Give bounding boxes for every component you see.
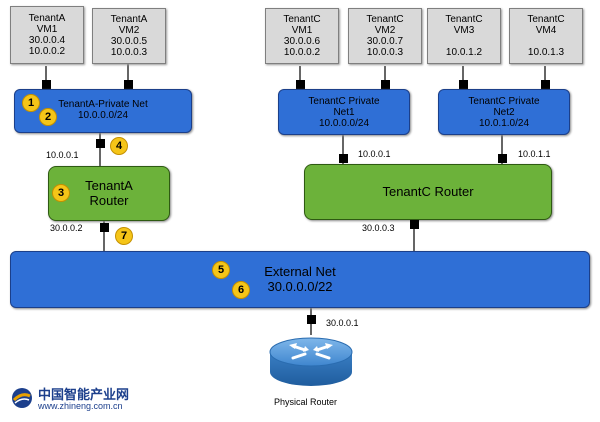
router-name-line2: Router (89, 193, 129, 208)
badge-3: 3 (52, 184, 70, 202)
port-c-router-net1 (339, 154, 348, 163)
port-a-vm1 (42, 80, 51, 89)
network-name: TenantA-Private Net (58, 99, 148, 110)
external-net: External Net 30.0.0.0/22 (10, 251, 590, 308)
vm-tenant-c-3: TenantC VM3 10.0.1.2 (427, 8, 501, 64)
vm-ip-external: 30.0.0.5 (110, 36, 148, 47)
vm-ip-internal: 10.0.1.3 (527, 47, 565, 58)
port-c-vm3 (459, 80, 468, 89)
vm-ip-internal: 10.0.0.2 (283, 47, 321, 58)
vm-tenant-label: TenantC (527, 14, 565, 25)
watermark-title: 中国智能产业网 (38, 388, 130, 403)
network-name: External Net (264, 264, 336, 279)
ip-c-router-external: 30.0.0.3 (362, 223, 395, 233)
vm-ip-external: 30.0.0.4 (28, 35, 66, 46)
network-name-line2: Net2 (493, 107, 515, 118)
vm-tenant-label: TenantA (110, 14, 148, 25)
port-a-vm2 (124, 80, 133, 89)
vm-ip-external (510, 36, 582, 47)
router-name-line1: TenantA (85, 178, 133, 193)
vm-tenant-label: TenantC (366, 14, 404, 25)
tenant-c-private-net2: TenantC Private Net2 10.0.1.0/24 (438, 89, 570, 135)
physical-router-label: Physical Router (274, 397, 338, 407)
vm-tenant-c-4: TenantC VM4 10.0.1.3 (509, 8, 583, 64)
ip-physical-router: 30.0.0.1 (326, 318, 359, 328)
port-c-vm2 (381, 80, 390, 89)
network-cidr: 10.0.1.0/24 (478, 118, 530, 129)
vm-tenant-a-1: TenantA VM1 30.0.0.4 10.0.0.2 (10, 6, 84, 64)
port-c-vm1 (296, 80, 305, 89)
vm-name: VM2 (374, 25, 396, 36)
badge-2: 2 (39, 108, 57, 126)
vm-tenant-c-1: TenantC VM1 30.0.0.6 10.0.0.2 (265, 8, 339, 64)
network-name-line2: Net1 (333, 107, 355, 118)
vm-tenant-label: TenantC (283, 14, 321, 25)
port-c-router-external (410, 220, 419, 229)
vm-name: VM2 (118, 25, 140, 36)
watermark-url: www.zhineng.com.cn (38, 401, 123, 411)
vm-name: VM1 (36, 24, 58, 35)
vm-ip-internal: 10.0.0.2 (28, 46, 66, 57)
vm-tenant-a-2: TenantA VM2 30.0.0.5 10.0.0.3 (92, 8, 166, 64)
vm-tenant-label: TenantC (445, 14, 483, 25)
vm-tenant-c-2: TenantC VM2 30.0.0.7 10.0.0.3 (348, 8, 422, 64)
vm-ip-internal: 10.0.1.2 (445, 47, 483, 58)
ip-a-router-external: 30.0.0.2 (50, 223, 83, 233)
ip-a-router-internal: 10.0.0.1 (46, 150, 79, 160)
network-name-line1: TenantC Private (308, 96, 380, 107)
watermark: 中国智能产业网 www.zhineng.com.cn (10, 382, 190, 418)
vm-ip-external (428, 36, 500, 47)
network-cidr: 30.0.0.0/22 (267, 279, 333, 294)
vm-name: VM1 (291, 25, 313, 36)
vm-ip-internal: 10.0.0.3 (366, 47, 404, 58)
badge-1: 1 (22, 94, 40, 112)
badge-5: 5 (212, 261, 230, 279)
ip-c-router-net1: 10.0.0.1 (358, 149, 391, 159)
vm-name: VM3 (453, 25, 475, 36)
vm-ip-external: 30.0.0.6 (283, 36, 321, 47)
vm-ip-external: 30.0.0.7 (366, 36, 404, 47)
watermark-logo-icon (12, 388, 32, 408)
router-name: TenantC Router (382, 184, 474, 199)
port-physical-router (307, 315, 316, 324)
port-a-router-internal (96, 139, 105, 148)
port-c-vm4 (541, 80, 550, 89)
vm-tenant-label: TenantA (28, 13, 66, 24)
tenant-c-router: TenantC Router (304, 164, 552, 220)
badge-4: 4 (110, 137, 128, 155)
vm-ip-internal: 10.0.0.3 (110, 47, 148, 58)
vm-name: VM4 (535, 25, 557, 36)
network-name-line1: TenantC Private (468, 96, 540, 107)
network-cidr: 10.0.0.0/24 (77, 110, 129, 121)
badge-6: 6 (232, 281, 250, 299)
badge-7: 7 (115, 227, 133, 245)
tenant-c-private-net1: TenantC Private Net1 10.0.0.0/24 (278, 89, 410, 135)
ip-c-router-net2: 10.0.1.1 (518, 149, 551, 159)
port-a-router-external (100, 223, 109, 232)
port-c-router-net2 (498, 154, 507, 163)
network-cidr: 10.0.0.0/24 (318, 118, 370, 129)
